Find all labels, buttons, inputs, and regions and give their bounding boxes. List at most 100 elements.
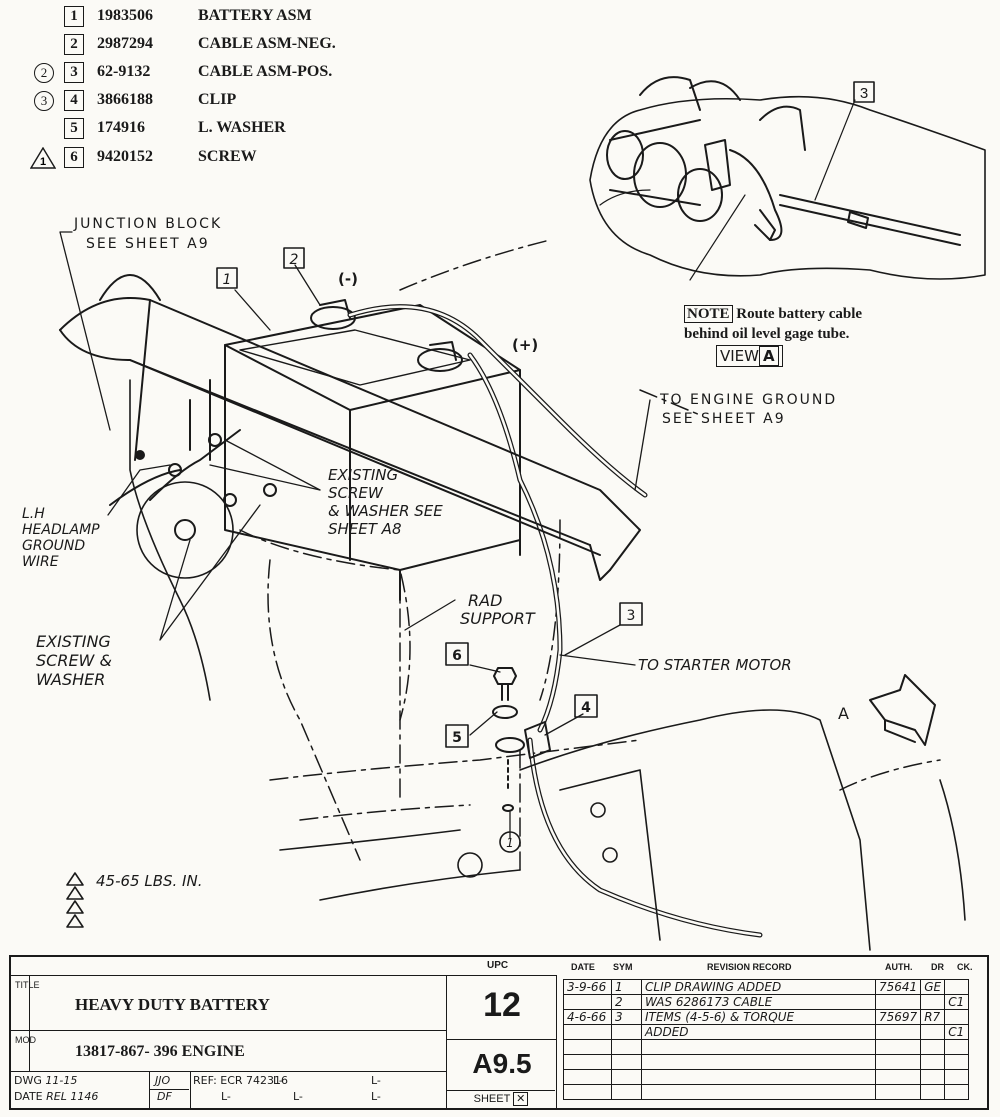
l-field: L- xyxy=(293,1090,303,1103)
sheet-label: SHEET ✕ xyxy=(447,1090,555,1108)
model-cell: MOD 13817-867- 396 ENGINE xyxy=(11,1030,447,1072)
part-number: 2987294 xyxy=(97,35,153,52)
torque-spec: 45-65 LBS. IN. xyxy=(96,872,203,890)
title-side-label: TITLE xyxy=(15,980,40,990)
parts-row: 2 2987294 CABLE ASM-NEG. xyxy=(0,34,400,60)
part-number: 9420152 xyxy=(97,148,153,165)
upc-cell: 12 xyxy=(447,975,557,1039)
part-description: CABLE ASM-POS. xyxy=(198,63,333,80)
title-cell: TITLE HEAVY DUTY BATTERY xyxy=(11,975,447,1031)
fender-frame xyxy=(279,709,966,951)
routing-note: NOTE Route battery cable behind oil leve… xyxy=(684,304,862,344)
junction-block-ref: SEE SHEET A9 xyxy=(86,236,210,252)
callout-2: 2 xyxy=(290,252,299,268)
note-line-1: Route battery cable xyxy=(736,306,863,322)
parts-row: 3 4 3866188 CLIP xyxy=(0,90,400,116)
starter-motor-label: TO STARTER MOTOR xyxy=(638,656,792,674)
headlamp-bracket xyxy=(109,379,277,701)
fastener-stack xyxy=(492,667,551,812)
item-number-box: 3 xyxy=(64,62,84,83)
negative-terminal-label: (-) xyxy=(338,270,358,288)
callout-boxes xyxy=(66,247,643,928)
revision-circle-mark: 2 xyxy=(34,63,54,83)
model-number: 13817-867- 396 ENGINE xyxy=(75,1043,245,1060)
rel-initials: DF xyxy=(157,1090,172,1103)
part-number: 3866188 xyxy=(97,91,153,108)
upc-label: UPC xyxy=(487,960,509,971)
leader-lines xyxy=(59,231,651,839)
l-field: L- xyxy=(371,1074,381,1087)
parts-row: 2 3 62-9132 CABLE ASM-POS. xyxy=(0,62,400,88)
rev-header-date: DATE xyxy=(571,962,595,972)
upc-number: 12 xyxy=(483,986,521,1024)
callout-3-view-a: 3 xyxy=(860,85,868,102)
table-row xyxy=(563,1039,970,1055)
part-number: 1983506 xyxy=(97,7,153,24)
ecr-reference: REF: ECR 742316 xyxy=(193,1074,289,1087)
title-block: TITLE HEAVY DUTY BATTERY MOD 13817-867- … xyxy=(9,955,989,1110)
part-description: L. WASHER xyxy=(198,119,286,136)
callout-6: 6 xyxy=(452,648,462,664)
parts-row: 5 174916 L. WASHER xyxy=(0,118,400,144)
battery-installation-drawing: 3 xyxy=(59,76,986,951)
note-line-2: behind oil level gage tube. xyxy=(684,326,850,342)
rev-header-ck: CK. xyxy=(957,962,973,972)
svg-text:1: 1 xyxy=(40,156,46,168)
view-a-arrow-icon xyxy=(869,674,936,746)
view-a-detail: 3 xyxy=(589,76,986,281)
junction-block-label: JUNCTION BLOCK xyxy=(74,216,223,232)
callout-1: 1 xyxy=(223,272,232,288)
positive-terminal-label: (+) xyxy=(512,336,539,354)
part-number: 62-9132 xyxy=(97,63,151,80)
dwg-ref-cell: DWG 11-15 DATE REL 1146 JJO DF REF: ECR … xyxy=(11,1071,447,1108)
revision-triangle-icon: 1 xyxy=(30,147,56,169)
engine-ground-label: TO ENGINE GROUND xyxy=(660,392,838,408)
table-row xyxy=(563,1054,970,1070)
engine-ground-ref: SEE SHEET A9 xyxy=(662,411,786,427)
part-description: CLIP xyxy=(198,91,237,108)
sheet-cell: A9.5 SHEET ✕ xyxy=(447,1039,557,1108)
l-field: L- xyxy=(221,1090,231,1103)
item-number-box: 6 xyxy=(64,147,84,168)
part-description: SCREW xyxy=(198,148,257,165)
part-number: 174916 xyxy=(97,119,145,136)
mod-side-label: MOD xyxy=(15,1035,36,1045)
item-number-box: 2 xyxy=(64,34,84,55)
view-a-letter: A xyxy=(838,704,849,723)
date-label: DATE REL 1146 xyxy=(14,1090,99,1103)
existing-screw-label: EXISTING SCREW & WASHER SEE SHEET A8 xyxy=(328,466,443,538)
sheet-number: A9.5 xyxy=(472,1048,532,1079)
dwg-initials: JJO xyxy=(155,1074,171,1087)
rev-header-auth: AUTH. xyxy=(885,962,913,972)
phantom-lines xyxy=(239,239,941,871)
dwg-label: DWG 11-15 xyxy=(14,1074,78,1087)
callout-3: 3 xyxy=(627,608,636,624)
rev-header-sym: SYM xyxy=(613,962,633,972)
drawing-title: HEAVY DUTY BATTERY xyxy=(75,995,270,1014)
rad-support-label: RAD SUPPORT xyxy=(460,591,535,628)
rev-header-dr: DR xyxy=(931,962,944,972)
part-description: CABLE ASM-NEG. xyxy=(198,35,336,52)
table-row xyxy=(563,1069,970,1085)
revision-circle-mark: 3 xyxy=(34,91,54,111)
headlamp-ground-wire-label: L.H HEADLAMP GROUND WIRE xyxy=(22,506,100,570)
parts-row: 1 6 9420152 SCREW xyxy=(0,147,400,173)
parts-row: 1 1983506 BATTERY ASM xyxy=(0,6,400,32)
existing-screw-washer-label: EXISTING SCREW & WASHER xyxy=(36,632,112,689)
rev-header-record: REVISION RECORD xyxy=(707,962,792,972)
item-number-box: 5 xyxy=(64,118,84,139)
note-tag: NOTE xyxy=(684,305,733,323)
callout-4: 4 xyxy=(581,700,591,716)
callout-circle-1: 1 xyxy=(506,836,514,850)
battery-assembly xyxy=(224,299,521,601)
part-description: BATTERY ASM xyxy=(198,7,312,24)
l-field: L- xyxy=(371,1090,381,1103)
item-number-box: 4 xyxy=(64,90,84,111)
callout-5: 5 xyxy=(452,730,462,746)
